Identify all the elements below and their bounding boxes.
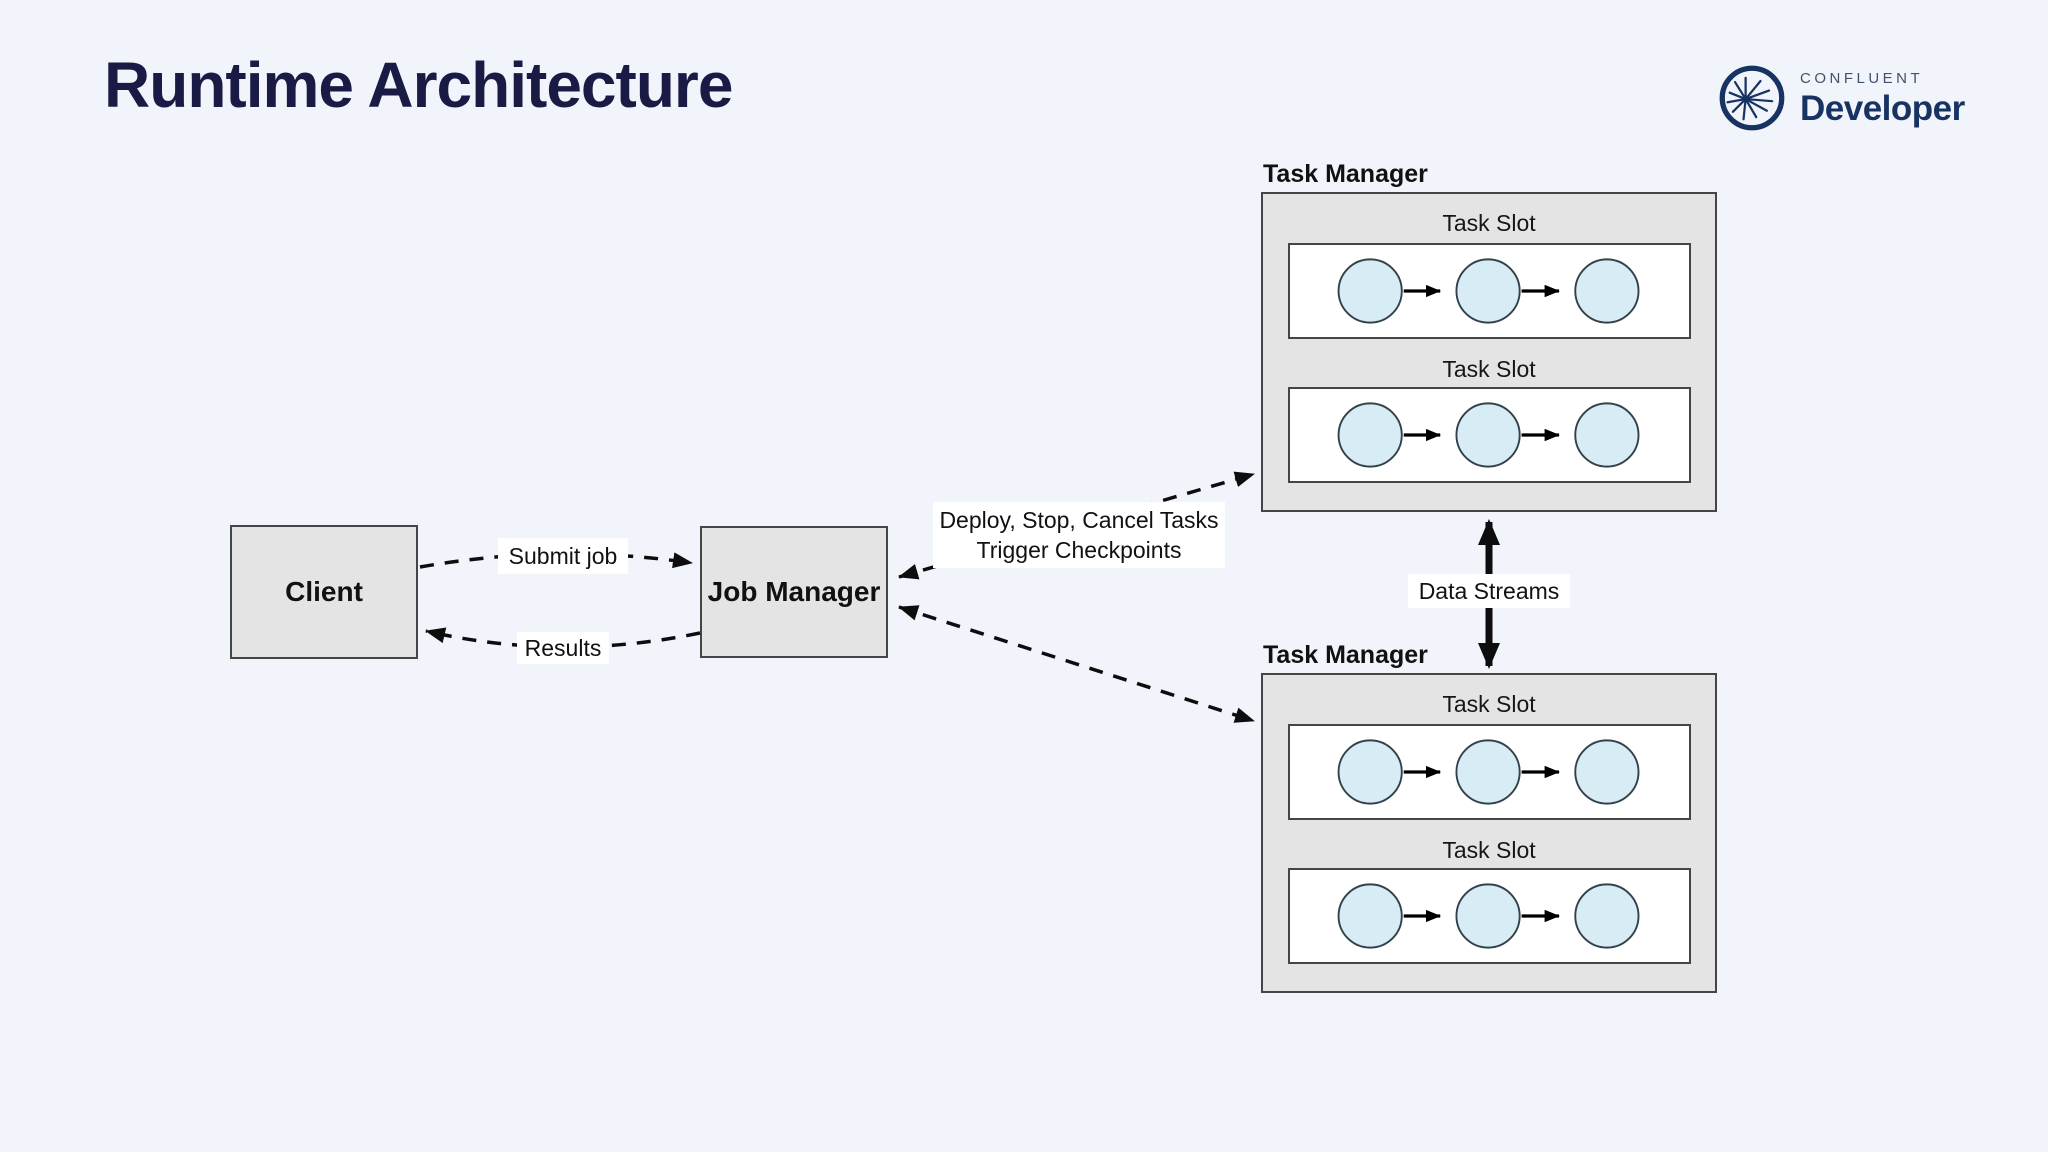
- task-circle: [1574, 739, 1640, 805]
- task-circle: [1337, 258, 1403, 324]
- task-circle: [1455, 402, 1521, 468]
- task-circle: [1337, 739, 1403, 805]
- task-manager-1-label: Task Manager: [1263, 160, 1428, 188]
- task-circle: [1337, 883, 1403, 949]
- client-node: Client: [230, 525, 418, 659]
- confluent-developer-logo: CONFLUENT Developer: [1718, 64, 1965, 132]
- task-slot: [1288, 868, 1691, 964]
- deploy-tasks-label-line2: Trigger Checkpoints: [976, 537, 1182, 563]
- results-label: Results: [517, 632, 609, 664]
- task-slot: [1288, 724, 1691, 820]
- task-pipeline: [1337, 883, 1640, 949]
- task-circle: [1455, 258, 1521, 324]
- submit-job-label: Submit job: [498, 538, 628, 574]
- task-slot: [1288, 387, 1691, 483]
- task-circle: [1574, 402, 1640, 468]
- task-slot-label: Task Slot: [1442, 837, 1536, 863]
- task-pipeline: [1337, 258, 1640, 324]
- job-manager-task-manager-2-arrow: [898, 605, 1255, 723]
- task-slot-label: Task Slot: [1442, 691, 1536, 717]
- logo-text: CONFLUENT Developer: [1800, 71, 1965, 126]
- task-slot: [1288, 243, 1691, 339]
- task-circle: [1455, 883, 1521, 949]
- job-manager-label: Job Manager: [707, 576, 881, 607]
- task-manager-1: Task Manager Task Slot Task Slot: [1261, 160, 1717, 512]
- task-circle: [1574, 258, 1640, 324]
- task-circle: [1574, 883, 1640, 949]
- task-manager-2-label: Task Manager: [1263, 641, 1428, 669]
- task-circle: [1455, 739, 1521, 805]
- page-title: Runtime Architecture: [104, 49, 733, 121]
- logo-brand-text: CONFLUENT: [1800, 69, 1924, 87]
- task-pipeline: [1337, 402, 1640, 468]
- task-pipeline: [1337, 739, 1640, 805]
- task-manager-1-box: Task Slot Task Slot: [1261, 192, 1717, 512]
- task-manager-2: Task Manager Task Slot Task Slot: [1261, 641, 1717, 993]
- task-manager-2-box: Task Slot Task Slot: [1261, 673, 1717, 993]
- job-manager-node: Job Manager: [700, 526, 888, 658]
- task-circle: [1337, 402, 1403, 468]
- deploy-tasks-label: Deploy, Stop, Cancel Tasks Trigger Check…: [933, 502, 1225, 568]
- deploy-tasks-label-line1: Deploy, Stop, Cancel Tasks: [939, 507, 1219, 533]
- confluent-starburst-icon: [1719, 65, 1785, 131]
- task-slot-label: Task Slot: [1442, 356, 1536, 382]
- task-slot-label: Task Slot: [1442, 210, 1536, 236]
- data-streams-label: Data Streams: [1408, 574, 1570, 608]
- logo-product-text: Developer: [1800, 88, 1965, 128]
- client-label: Client: [285, 576, 363, 607]
